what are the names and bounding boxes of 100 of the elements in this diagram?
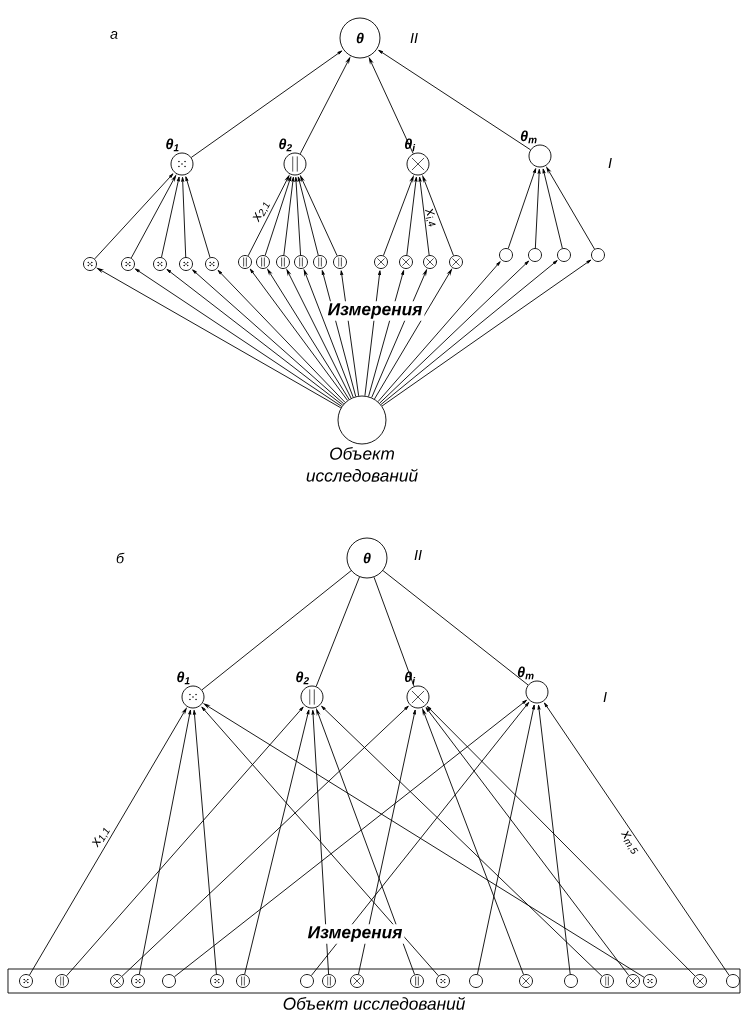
node-label: Объект исследований xyxy=(306,446,418,482)
arrow xyxy=(267,269,350,400)
arrow xyxy=(507,168,537,249)
node-label: θ$_{m}$ xyxy=(520,130,537,144)
level-numeral: I xyxy=(601,690,609,704)
measurement-circle xyxy=(423,255,437,269)
node-label: θ$_{i}$ xyxy=(405,138,416,152)
arrow xyxy=(297,176,319,256)
level-numeral: II xyxy=(408,31,420,45)
arrow xyxy=(283,176,295,256)
measurement-circle xyxy=(179,257,193,271)
arrow xyxy=(192,709,217,975)
arrow xyxy=(316,709,416,975)
measurement-circle xyxy=(121,257,135,271)
arrow xyxy=(130,175,177,259)
arrow xyxy=(546,167,595,250)
edge-label: x$_{1,1}$ xyxy=(91,827,110,848)
arrow xyxy=(121,705,409,977)
measurement-circle xyxy=(436,974,450,988)
measurement-circle xyxy=(19,974,33,988)
measurement-circle xyxy=(210,974,224,988)
arrow xyxy=(201,706,439,977)
line xyxy=(201,570,352,691)
arrow xyxy=(190,50,343,158)
node-label: θ$_{2}$ xyxy=(296,671,309,685)
arrow xyxy=(368,57,414,155)
arrow xyxy=(203,703,645,978)
level-numeral: II xyxy=(412,548,424,562)
arrow xyxy=(379,260,530,404)
arrow xyxy=(29,708,187,976)
measurements-label: Измерения xyxy=(305,924,405,944)
arrow xyxy=(477,704,535,975)
arrow xyxy=(217,269,346,403)
measurement-circle xyxy=(294,255,308,269)
edge-label: x$_{2,1}$ xyxy=(252,202,270,223)
panel-letter: б xyxy=(113,550,127,566)
arrow xyxy=(134,268,343,407)
arrow xyxy=(406,176,418,256)
arrow xyxy=(299,57,351,155)
measurement-circle xyxy=(110,974,124,988)
measurement-circle xyxy=(626,974,640,988)
arrow xyxy=(138,709,192,975)
measurement-circle xyxy=(333,255,347,269)
measurement-circle xyxy=(519,974,533,988)
arrow xyxy=(303,269,354,398)
measurement-circle xyxy=(410,974,424,988)
arrow xyxy=(300,175,338,257)
arrow xyxy=(310,701,530,977)
measurement-circle xyxy=(131,974,145,988)
arrow xyxy=(286,269,352,399)
node-label: θ$_{1}$ xyxy=(166,138,179,152)
node-label: θ$_{m}$ xyxy=(517,666,534,680)
measurement-circle xyxy=(313,255,327,269)
measurements-label: Измерения xyxy=(325,301,425,321)
arrow xyxy=(311,709,330,975)
edge-label: x$_{m,5}$ xyxy=(620,830,639,854)
measurement-circle xyxy=(55,974,69,988)
arrow xyxy=(378,49,531,151)
arrow xyxy=(244,709,310,975)
arrow xyxy=(97,267,342,409)
measurement-circle xyxy=(350,974,364,988)
arrow xyxy=(66,706,304,977)
measurement-circle xyxy=(449,255,463,269)
line xyxy=(382,570,529,686)
arrow xyxy=(185,176,211,258)
arrow xyxy=(264,176,292,256)
measurement-circle xyxy=(399,255,413,269)
measurement-circle xyxy=(322,974,336,988)
node-label: θ$_{i}$ xyxy=(405,671,416,685)
arrow xyxy=(161,176,180,258)
arrow xyxy=(174,699,527,978)
arrow xyxy=(294,176,302,256)
arrow xyxy=(380,260,558,405)
measurement-circle xyxy=(643,974,657,988)
arrow xyxy=(383,176,414,256)
measurement-circle xyxy=(693,974,707,988)
arrow xyxy=(181,176,187,258)
edge-label: x$_{i,4}$ xyxy=(424,208,436,227)
measurement-circle xyxy=(153,257,167,271)
measurement-circle xyxy=(83,257,97,271)
arrow xyxy=(166,268,344,406)
level-numeral: I xyxy=(606,156,614,170)
measurement-circle xyxy=(374,255,388,269)
line xyxy=(315,576,360,687)
panel-letter: а xyxy=(108,29,120,41)
node-label: θ$_{2}$ xyxy=(279,138,292,152)
measurement-circle xyxy=(238,255,252,269)
arrow xyxy=(192,269,345,405)
node-label: Объект исследований xyxy=(283,996,465,1010)
measurement-circle xyxy=(205,257,219,271)
arrow xyxy=(422,709,524,975)
arrow xyxy=(94,173,174,260)
measurement-circle xyxy=(236,974,250,988)
measurement-circle xyxy=(726,974,740,988)
arrow xyxy=(537,704,571,975)
arrow xyxy=(418,176,430,256)
arrow xyxy=(358,709,416,975)
arrow xyxy=(247,175,290,257)
measurement-circle xyxy=(276,255,290,269)
arrow xyxy=(321,705,603,977)
